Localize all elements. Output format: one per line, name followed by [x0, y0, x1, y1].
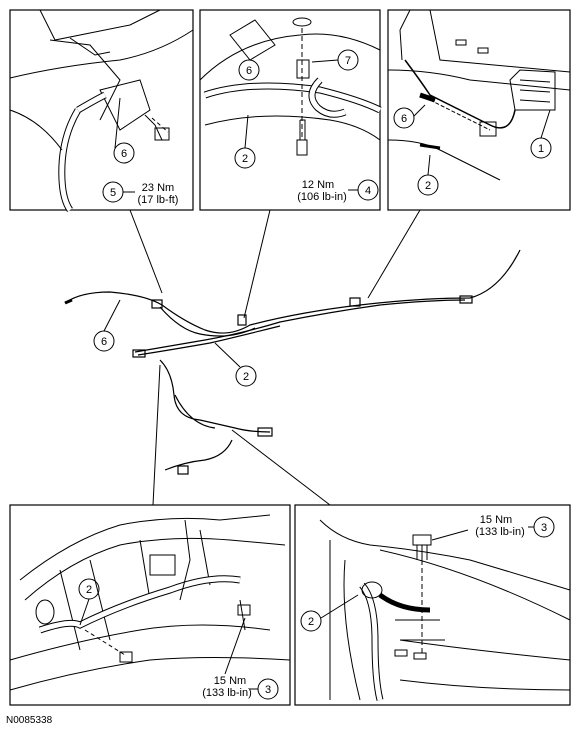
- callout-number: 5: [110, 187, 116, 199]
- callout-number: 4: [365, 185, 371, 197]
- torque-spec-alt: (133 lb-in): [475, 526, 525, 538]
- torque-spec-alt: (17 lb-ft): [138, 194, 179, 206]
- leader-line: [129, 209, 163, 294]
- figure-id: N0085338: [6, 715, 53, 726]
- callout-number: 3: [265, 684, 271, 696]
- detail-panel-5: [294, 504, 571, 706]
- torque-spec-alt: (106 lb-in): [297, 191, 347, 203]
- detail-panel-1: [9, 9, 194, 213]
- detail-panel-4: [9, 504, 291, 706]
- torque-spec: 23 Nm: [142, 182, 174, 194]
- detail-panel-2: [199, 9, 382, 211]
- callout-number: 6: [401, 113, 407, 125]
- callout-number: 2: [86, 584, 92, 596]
- detail-panel-3: [387, 9, 571, 211]
- callout-number: 2: [308, 616, 314, 628]
- callout-circle: [300, 610, 322, 632]
- leader-line: [231, 429, 331, 506]
- callout-number: 2: [425, 180, 431, 192]
- callout-circle: [235, 365, 257, 387]
- callout-number: 3: [541, 522, 547, 534]
- torque-spec-alt: (133 lb-in): [202, 687, 252, 699]
- callout-circle: [113, 142, 135, 164]
- cable-assembly: [64, 249, 521, 475]
- callout-number: 2: [243, 371, 249, 383]
- leader-line: [243, 209, 271, 319]
- leader-line: [152, 364, 161, 506]
- torque-spec: 15 Nm: [214, 675, 246, 687]
- leader-line: [367, 209, 421, 299]
- callout-number: 1: [538, 143, 544, 155]
- callout-number: 7: [345, 55, 351, 67]
- callout-number: 2: [242, 153, 248, 165]
- callout-number: 6: [121, 148, 127, 160]
- callout-circle: [238, 59, 260, 81]
- callout-number: 6: [246, 65, 252, 77]
- callout-number: 6: [101, 336, 107, 348]
- torque-spec: 12 Nm: [302, 179, 334, 191]
- torque-spec: 15 Nm: [480, 514, 512, 526]
- callout-circle: [393, 107, 415, 129]
